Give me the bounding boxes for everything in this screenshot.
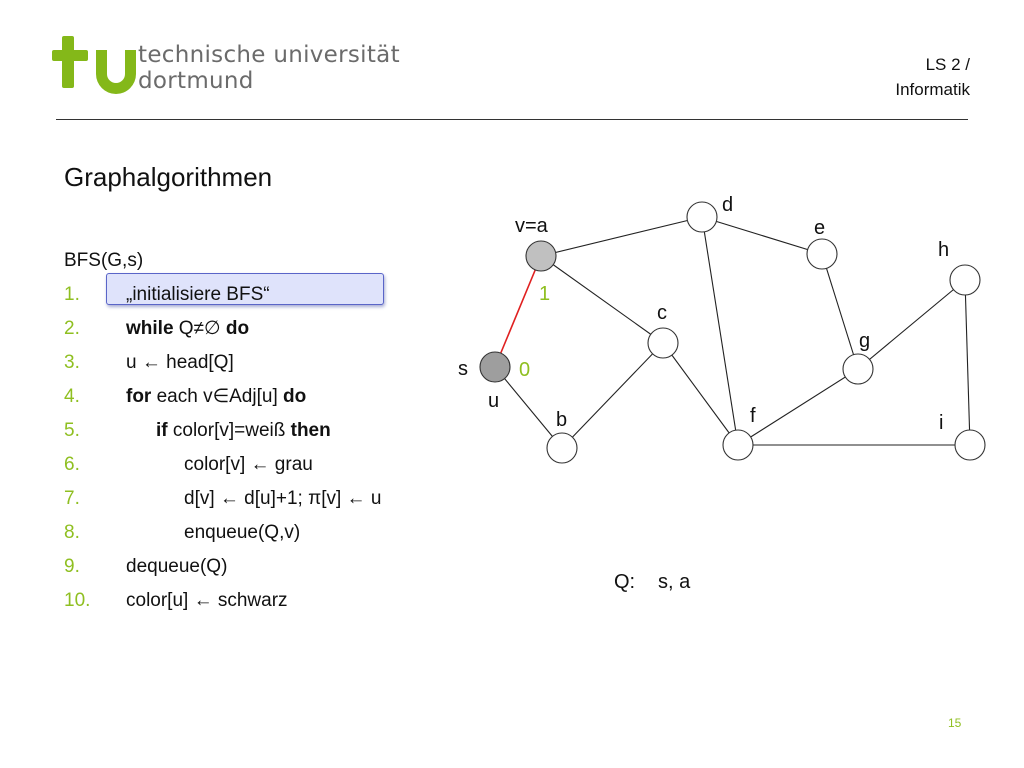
code-fragment: Q≠∅ bbox=[173, 318, 226, 339]
node-label-e: e bbox=[814, 217, 825, 239]
edge-h-i bbox=[964, 279, 971, 446]
code-text: for each v∈Adj[u] do bbox=[126, 380, 306, 414]
code-fragment: color[v]=weiß bbox=[167, 420, 291, 441]
university-name-line1: technische universität bbox=[138, 42, 400, 68]
line-number: 3. bbox=[64, 352, 80, 373]
edge-b-c bbox=[561, 342, 664, 449]
node-label-b: b bbox=[556, 409, 567, 431]
code-text: u ← head[Q] bbox=[126, 346, 234, 380]
code-text: while Q≠∅ do bbox=[126, 312, 249, 346]
node-label-d: d bbox=[722, 194, 733, 216]
code-fragment: u ← head[Q] bbox=[126, 352, 234, 373]
distance-label-a: 1 bbox=[539, 283, 550, 305]
code-fragment: each v∈Adj[u] bbox=[151, 386, 284, 407]
code-fragment: d[v] ← d[u]+1; π[v] ← u bbox=[184, 488, 382, 509]
node-d bbox=[686, 201, 718, 233]
code-fragment: enqueue(Q,v) bbox=[184, 522, 301, 543]
queue-label: Q: bbox=[614, 571, 636, 593]
chair-label-line2: Informatik bbox=[895, 80, 970, 99]
node-s bbox=[479, 351, 511, 383]
chair-label: LS 2 / Informatik bbox=[895, 52, 970, 102]
node-e bbox=[806, 238, 838, 270]
keyword: do bbox=[225, 318, 250, 339]
node-label-s: s bbox=[458, 358, 468, 380]
node-label-h: h bbox=[938, 239, 949, 261]
edge-d-f bbox=[701, 216, 739, 446]
code-fragment: color[v] ← grau bbox=[184, 454, 313, 475]
line-number: 8. bbox=[64, 522, 80, 543]
keyword: then bbox=[290, 420, 331, 441]
node-label-u: u bbox=[488, 390, 499, 412]
keyword: if bbox=[156, 420, 168, 441]
code-fragment: „initialisiere BFS“ bbox=[126, 284, 270, 305]
algorithm-name-text: BFS(G,s) bbox=[64, 250, 144, 271]
line-number: 2. bbox=[64, 318, 80, 339]
keyword: for bbox=[126, 386, 152, 407]
edge-s-b bbox=[494, 366, 563, 449]
line-number: 7. bbox=[64, 488, 80, 509]
node-label-a: v=a bbox=[515, 215, 549, 237]
line-number: 4. bbox=[64, 386, 80, 407]
graph-edges bbox=[494, 216, 971, 449]
line-number: 9. bbox=[64, 556, 80, 577]
code-text: color[v] ← grau bbox=[184, 448, 313, 482]
keyword: while bbox=[126, 318, 174, 339]
node-b bbox=[546, 432, 578, 464]
edge-c-f bbox=[662, 342, 739, 446]
code-text: dequeue(Q) bbox=[126, 550, 227, 584]
chair-label-line1: LS 2 / bbox=[925, 55, 970, 74]
node-a bbox=[525, 240, 557, 272]
slide-title: Graphalgorithmen bbox=[64, 162, 273, 192]
tu-logo bbox=[52, 36, 136, 94]
page-number: 15 bbox=[948, 716, 962, 730]
code-text: d[v] ← d[u]+1; π[v] ← u bbox=[184, 482, 381, 516]
node-label-f: f bbox=[750, 405, 756, 427]
line-number: 10. bbox=[64, 590, 91, 611]
distance-label-s: 0 bbox=[519, 359, 530, 381]
queue-state: Q: s, a bbox=[614, 571, 690, 594]
node-label-g: g bbox=[859, 330, 870, 352]
edge-a-d bbox=[540, 216, 703, 257]
edge-a-c bbox=[540, 255, 664, 344]
code-fragment: color[u] ← schwarz bbox=[126, 590, 288, 611]
code-text: „initialisiere BFS“ bbox=[126, 278, 270, 312]
university-name: technische universität dortmund bbox=[138, 42, 400, 94]
node-i bbox=[954, 429, 986, 461]
university-name-line2: dortmund bbox=[138, 68, 254, 94]
code-text: if color[v]=weiß then bbox=[156, 414, 331, 448]
highlight-box bbox=[106, 273, 384, 305]
node-h bbox=[949, 264, 981, 296]
code-text: color[u] ← schwarz bbox=[126, 584, 288, 618]
code-text: enqueue(Q,v) bbox=[184, 516, 300, 550]
node-c bbox=[647, 327, 679, 359]
node-g bbox=[842, 353, 874, 385]
line-number: 5. bbox=[64, 420, 80, 441]
edge-d-e bbox=[701, 216, 823, 255]
line-number: 1. bbox=[64, 284, 80, 305]
edge-g-h bbox=[857, 279, 966, 370]
queue-contents: s, a bbox=[658, 571, 691, 593]
tu-logo-mark bbox=[52, 36, 136, 94]
edge-s-a bbox=[494, 255, 542, 368]
keyword: do bbox=[283, 386, 307, 407]
graph-nodes: v=a 1 s 0u b c d e f g h i bbox=[458, 194, 986, 464]
node-label-c: c bbox=[657, 302, 667, 324]
node-label-i: i bbox=[939, 412, 943, 434]
edge-g-f bbox=[737, 368, 859, 446]
header-divider bbox=[56, 119, 968, 120]
line-number: 6. bbox=[64, 454, 80, 475]
code-fragment: dequeue(Q) bbox=[126, 556, 228, 577]
edge-e-g bbox=[821, 253, 859, 370]
node-f bbox=[722, 429, 754, 461]
